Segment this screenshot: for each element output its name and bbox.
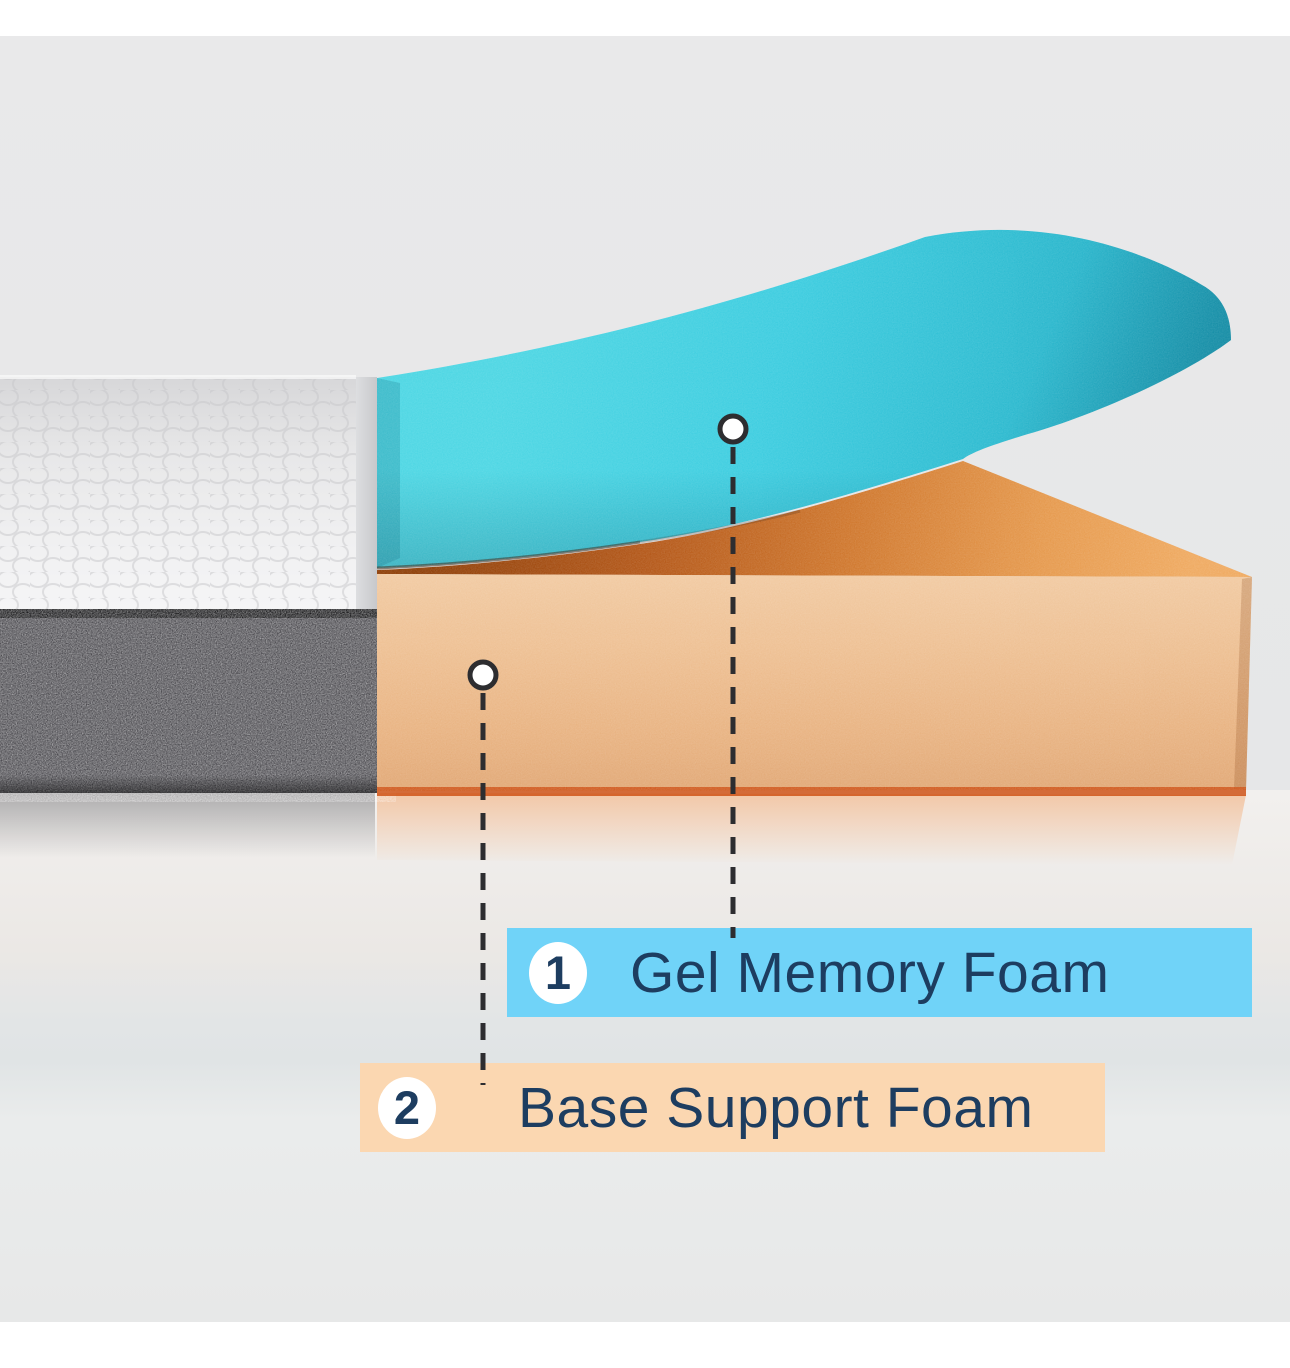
mattress-piping <box>0 609 377 618</box>
cover-cut-edge <box>356 377 377 609</box>
number-badge-2: 2 <box>378 1076 436 1139</box>
quilt-texture <box>0 377 356 609</box>
gel-memory-foam-band <box>507 928 1252 1017</box>
gel-foam-marker-dot <box>717 413 749 445</box>
number-badge-1: 1 <box>529 941 587 1004</box>
layer-number: 1 <box>544 946 572 999</box>
layer-number: 2 <box>393 1081 421 1134</box>
side-fabric-bottom-shadow <box>0 775 377 793</box>
layer-name: Base Support Foam <box>518 1075 1034 1140</box>
mattress-floor-reflection <box>0 793 375 858</box>
base-foam-contact-shadow <box>377 787 1246 796</box>
floor-background <box>0 790 1290 1322</box>
base-support-foam-band <box>360 1063 1105 1152</box>
side-fabric-heather-texture <box>0 618 377 793</box>
base-foam-marker-dot <box>467 659 499 691</box>
layer-name: Gel Memory Foam <box>630 940 1110 1005</box>
top-edge-highlight <box>0 375 356 379</box>
label-base-support-foam: 2 Base Support Foam <box>360 1063 1105 1152</box>
foam-floor-reflection <box>377 793 1246 865</box>
label-gel-memory-foam: 1 Gel Memory Foam <box>507 928 1252 1017</box>
